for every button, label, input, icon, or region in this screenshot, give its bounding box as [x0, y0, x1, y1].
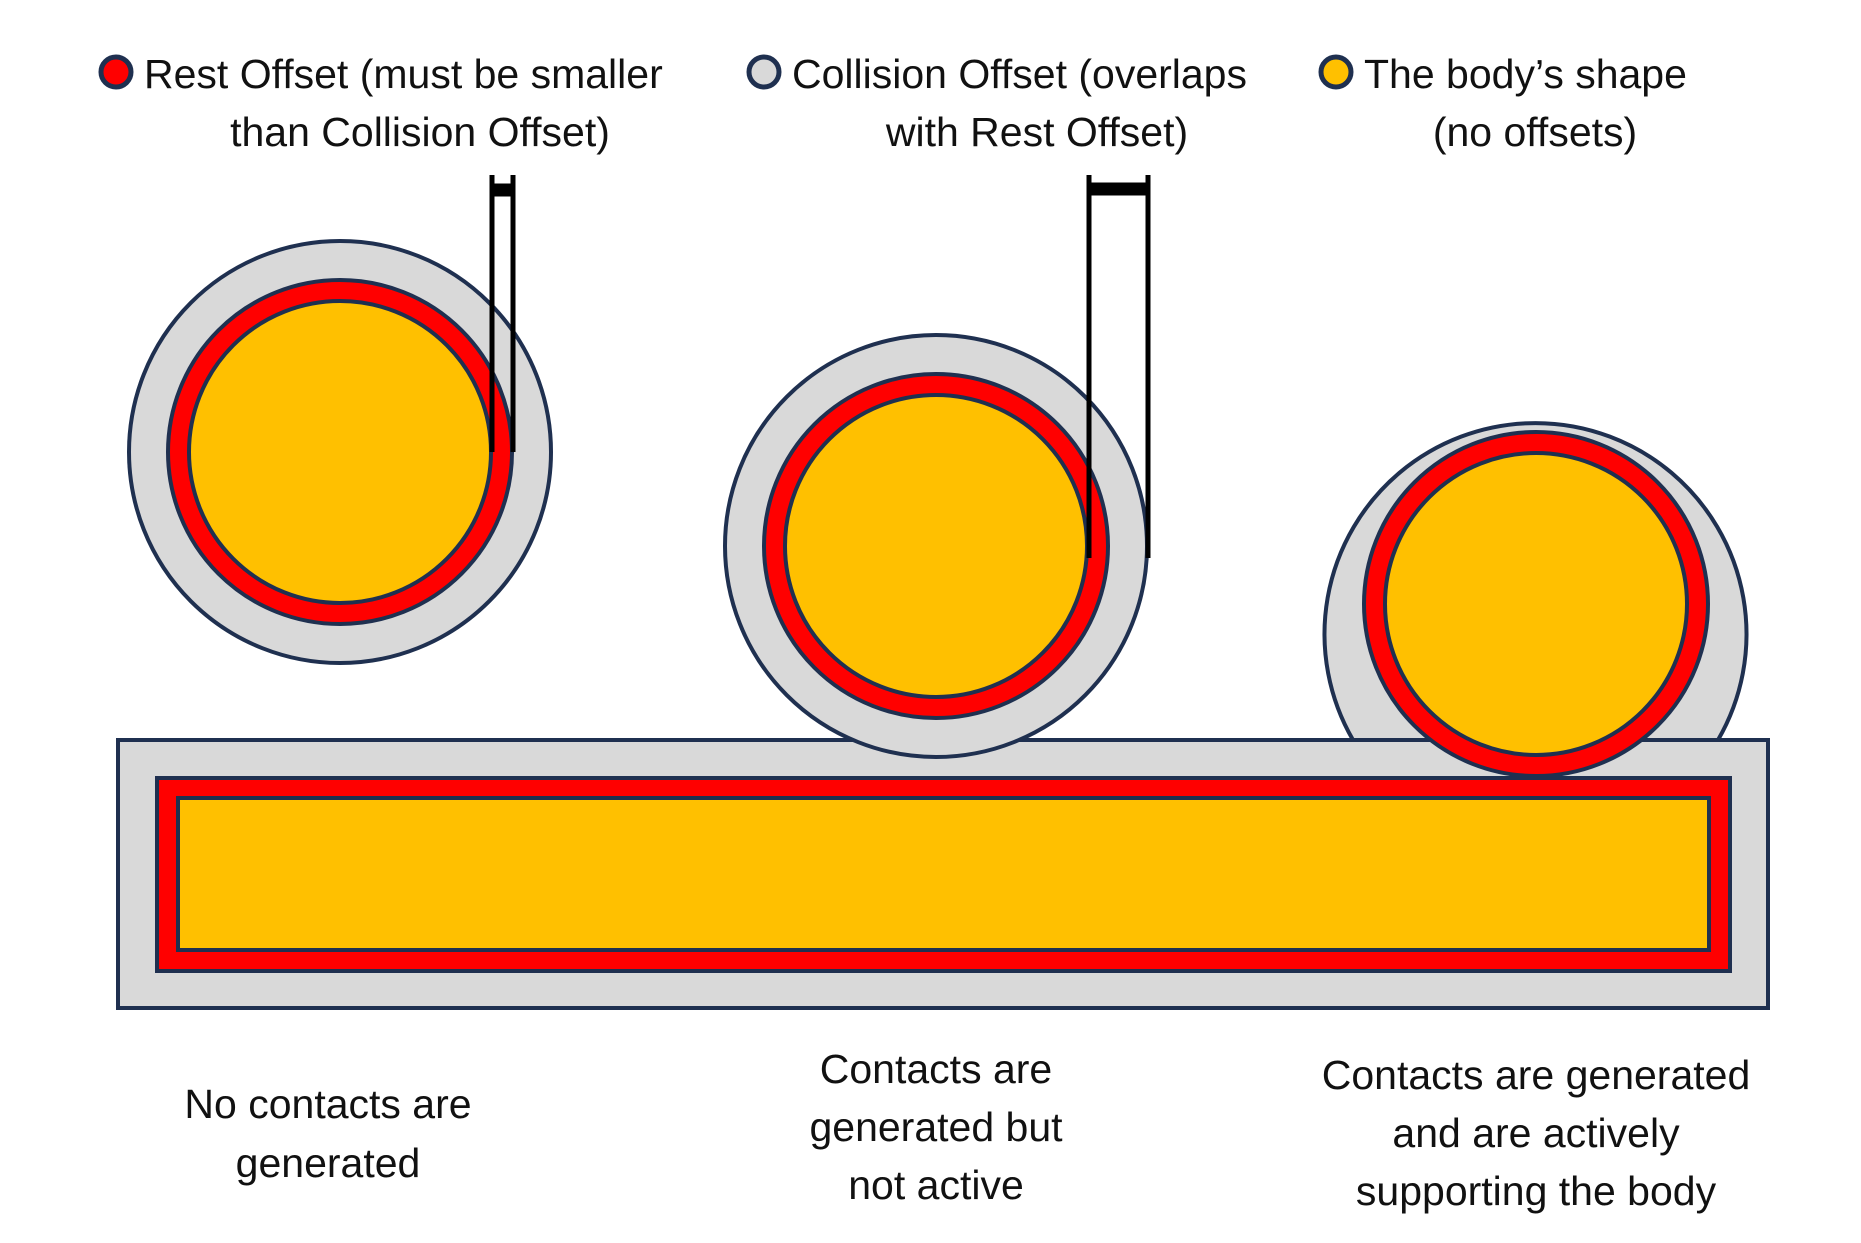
rest-offset-width-indicator [489, 175, 516, 452]
legend-item-body-shape: The body’s shape (no offsets) [1318, 51, 1687, 155]
ground-body-shape [176, 796, 1711, 952]
legend-rest-offset-line-2: than Collision Offset) [230, 109, 610, 155]
sphere-3-body-shape [1383, 451, 1689, 757]
ground-plane [116, 738, 1770, 1010]
legend-collision-offset-line-2: with Rest Offset) [885, 109, 1188, 155]
sphere-2-body-shape [783, 393, 1089, 699]
legend-body-shape-line-2: (no offsets) [1433, 109, 1637, 155]
legend-collision-offset-line-1: Collision Offset (overlaps [792, 51, 1247, 97]
collision-offset-width-indicator [1086, 175, 1151, 558]
legend-body-shape-line-1: The body’s shape [1364, 51, 1687, 97]
legend-rest-offset-line-1: Rest Offset (must be smaller [144, 51, 663, 97]
sphere-1-body-shape [187, 299, 493, 605]
legend-swatch-red-icon [98, 54, 134, 90]
sphere-no-contact [127, 239, 553, 665]
caption-contact-inactive-line-1: Contacts are [820, 1046, 1052, 1092]
caption-contact-inactive: Contacts are generated but not active [809, 1046, 1063, 1208]
legend-item-collision-offset: Collision Offset (overlaps with Rest Off… [746, 51, 1247, 155]
legend-swatch-gray-icon [746, 54, 782, 90]
caption-contact-inactive-line-3: not active [848, 1162, 1024, 1208]
caption-no-contact-line-1: No contacts are [184, 1081, 471, 1127]
sphere-contact-inactive [723, 333, 1149, 759]
sphere-contact-active [1322, 421, 1749, 778]
caption-contact-active-line-3: supporting the body [1356, 1168, 1717, 1214]
caption-contact-active-line-2: and are actively [1392, 1110, 1680, 1156]
caption-contact-active-line-1: Contacts are generated [1322, 1052, 1751, 1098]
caption-no-contact-line-2: generated [236, 1140, 421, 1186]
caption-no-contact: No contacts are generated [184, 1081, 471, 1186]
legend: Rest Offset (must be smaller than Collis… [98, 51, 1687, 155]
caption-contact-inactive-line-2: generated but [809, 1104, 1063, 1150]
legend-item-rest-offset: Rest Offset (must be smaller than Collis… [98, 51, 663, 155]
legend-swatch-yellow-icon [1318, 54, 1354, 90]
caption-contact-active: Contacts are generated and are actively … [1322, 1052, 1751, 1214]
